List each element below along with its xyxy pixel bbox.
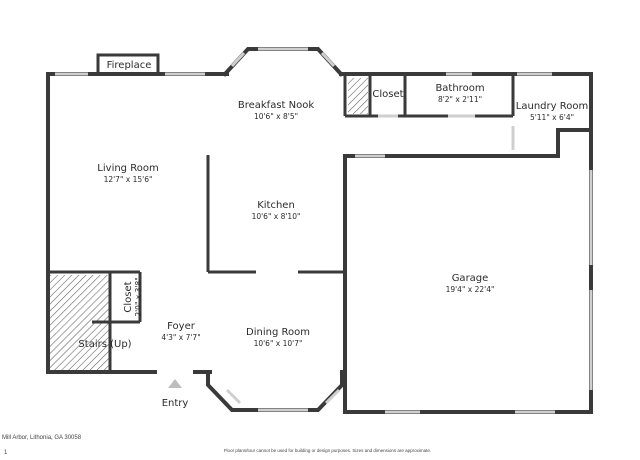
living-room-label: Living Room bbox=[97, 163, 158, 174]
breakfast-nook-dims: 10'6" x 8'5" bbox=[254, 112, 298, 121]
dining-room-label: Dining Room bbox=[246, 327, 310, 338]
closet-top-label: Closet bbox=[372, 89, 403, 100]
fireplace-label: Fireplace bbox=[107, 60, 152, 71]
bathroom-dims: 8'2" x 2'11" bbox=[438, 95, 482, 104]
exterior-walls bbox=[46, 47, 593, 414]
entry-arrow-icon bbox=[168, 379, 182, 388]
foyer-label: Foyer bbox=[167, 321, 196, 332]
garage-label: Garage bbox=[452, 273, 489, 284]
foyer-dims: 4'3" x 7'7" bbox=[161, 333, 200, 342]
laundry-room-label: Laundry Room bbox=[516, 101, 588, 112]
garage-dims: 19'4" x 22'4" bbox=[446, 285, 495, 294]
footer-page-number: 1 bbox=[4, 450, 8, 456]
interior-walls bbox=[48, 74, 515, 372]
closet-side-group: Closet 2'0" x 3'8" bbox=[123, 277, 143, 316]
footer-disclaimer: Floor plans/tour cannot be used for buil… bbox=[223, 448, 432, 453]
dining-room-dims: 10'6" x 10'7" bbox=[254, 339, 303, 348]
windows bbox=[55, 47, 593, 414]
kitchen-label: Kitchen bbox=[257, 200, 295, 211]
closet-hatch bbox=[348, 78, 368, 114]
footer-address: Mill Arbor, Lithonia, GA 30058 bbox=[2, 435, 82, 441]
entry-label: Entry bbox=[162, 398, 189, 409]
kitchen-dims: 10'6" x 8'10" bbox=[252, 212, 301, 221]
breakfast-nook-label: Breakfast Nook bbox=[238, 100, 314, 111]
stairs-label: Stairs (Up) bbox=[78, 339, 131, 350]
living-room-dims: 12'7" x 15'6" bbox=[104, 175, 153, 184]
closet-side-label: Closet bbox=[123, 281, 134, 312]
closet-side-dims: 2'0" x 3'8" bbox=[134, 277, 143, 316]
laundry-room-dims: 5'11" x 6'4" bbox=[530, 113, 574, 122]
bathroom-label: Bathroom bbox=[435, 83, 484, 94]
